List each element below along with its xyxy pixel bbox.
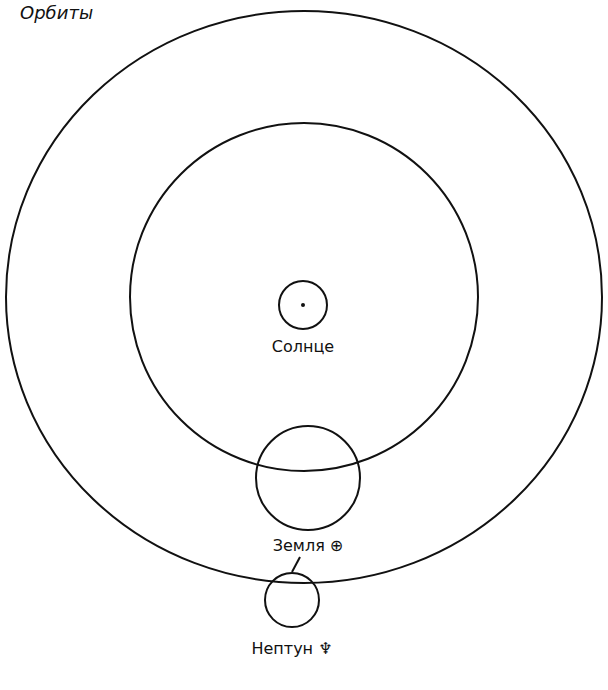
outer-orbit bbox=[6, 11, 602, 583]
sun-circle: Солнце bbox=[270, 279, 336, 357]
circle-outline bbox=[254, 424, 362, 532]
diagram-title: Орбиты bbox=[18, 2, 95, 24]
node-label: Солнце bbox=[270, 337, 336, 357]
circle-outline bbox=[263, 571, 321, 629]
earth-circle: Земля ⊕ bbox=[254, 424, 362, 556]
neptune-circle: Нептун ♆ bbox=[249, 571, 334, 659]
node-label: Нептун ♆ bbox=[249, 639, 334, 659]
connector-line bbox=[292, 557, 300, 572]
node-label: Земля ⊕ bbox=[271, 536, 346, 556]
circle-outline bbox=[277, 279, 329, 331]
inner-orbit bbox=[130, 123, 478, 471]
